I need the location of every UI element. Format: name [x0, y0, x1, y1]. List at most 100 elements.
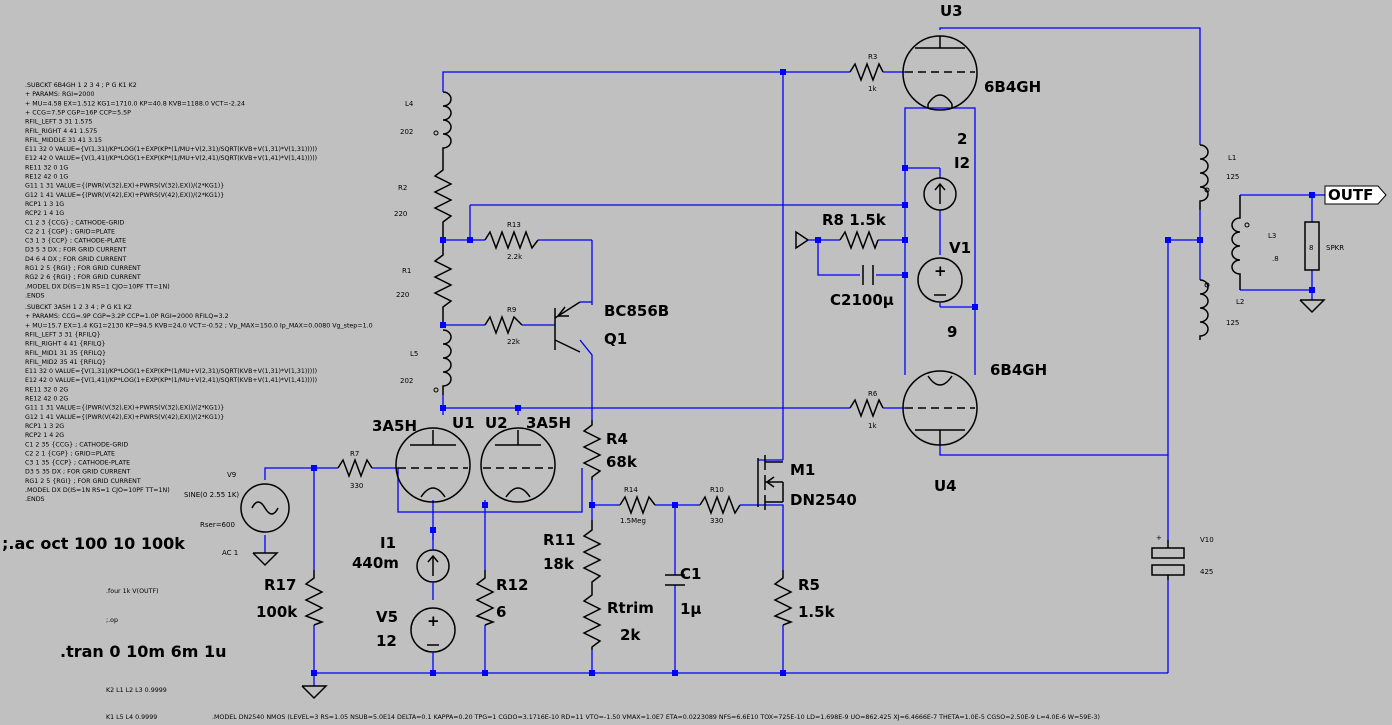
r8-label: R8 1.5k [822, 211, 887, 229]
resistor-r6[interactable] [849, 397, 884, 419]
v10-value: 425 [1200, 568, 1213, 576]
r10-value: 330 [710, 517, 723, 525]
resistor-r7[interactable] [337, 457, 373, 479]
u4-ref: U4 [934, 477, 957, 495]
subckt-line: .MODEL DX D(IS=1N RS=1 CJO=10PF TT=1N) [25, 487, 170, 494]
subckt-line: C3 1 35 {CCP} ; CATHODE-PLATE [25, 460, 130, 467]
subckt-line: D4 6 4 DX ; FOR GRID CURRENT [25, 256, 127, 263]
resistor-rtrim[interactable] [582, 590, 602, 650]
l5-value: 202 [400, 377, 413, 385]
resistor-r5[interactable] [773, 570, 794, 626]
l5-ref: L5 [410, 350, 418, 358]
u3-model: 6B4GH [984, 78, 1041, 96]
l2-value: 125 [1226, 319, 1239, 327]
l3-value: .8 [1272, 255, 1279, 263]
r17-value: 100k [256, 603, 298, 621]
v5-value: 12 [376, 632, 397, 650]
subckt-line: RFIL_MIDDLE 31 41 3.15 [25, 137, 102, 144]
r7-value: 330 [350, 482, 363, 490]
spice-directives[interactable]: ;.ac oct 100 10 100k .tran 0 10m 6m 1u .… [2, 534, 1100, 721]
capacitor-c2[interactable] [862, 265, 874, 285]
resistor-r11[interactable] [582, 520, 602, 590]
subckt-line: RFIL_MID2 35 41 {RFILQ} [25, 359, 106, 366]
tube-u2[interactable] [480, 427, 556, 503]
subckt-line: + MU=15.7 EX=1.4 KG1=2130 KP=94.5 KVB=24… [25, 322, 373, 329]
subckt-line: E12 42 0 VALUE={V(1,41)/KP*LOG(1+EXP(KP*… [25, 377, 317, 384]
subckt-6b4gh-block[interactable]: .SUBCKT 6B4GH 1 2 3 4 ; P G K1 K2+ PARAM… [25, 82, 317, 299]
subckt-line: RG1 2 5 {RGI} ; FOR GRID CURRENT [25, 478, 141, 485]
r4-value: 68k [606, 453, 638, 471]
inductor-l3[interactable] [1231, 195, 1250, 290]
resistor-r10[interactable] [699, 494, 741, 516]
resistor-r8[interactable] [839, 229, 879, 251]
voltage-source-v5[interactable]: + [410, 607, 456, 655]
inductor-l5[interactable] [433, 329, 452, 395]
r9-ref: R9 [507, 306, 516, 314]
subckt-3a5h-block[interactable]: .SUBCKT 3A5H 1 2 3 4 ; P G K1 K2+ PARAMS… [25, 304, 373, 503]
tube-u3[interactable] [902, 35, 978, 111]
resistor-r17[interactable] [304, 570, 325, 626]
u1-model: 3A5H [372, 417, 417, 435]
subckt-line: + MU=4.58 EX=1.512 KG1=1710.0 KP=40.8 KV… [25, 100, 245, 107]
directive-k1: K1 L5 L4 0.9999 [106, 714, 157, 721]
voltage-source-v9[interactable] [240, 483, 290, 533]
l3-ref: L3 [1268, 232, 1276, 240]
subckt-line: D3 5 3 DX ; FOR GRID CURRENT [25, 247, 127, 254]
resistor-r4[interactable] [582, 420, 602, 480]
subckt-line: + CCG=7.5P CGP=16P CCP=5.5P [25, 109, 131, 116]
subckt-line: G11 1 31 VALUE={(PWR(V(32),EX)+PWRS(V(32… [25, 183, 224, 190]
svg-text:+: + [1156, 534, 1162, 542]
voltage-source-v10[interactable]: + [1151, 534, 1185, 580]
inductor-l4[interactable] [433, 91, 452, 160]
v1-ref: V1 [949, 239, 971, 257]
svg-text:+: + [427, 612, 440, 630]
subckt-line: RFIL_MID1 31 35 {RFILQ} [25, 350, 106, 357]
i2-value: 2 [957, 130, 967, 148]
capacitor-c1[interactable] [665, 574, 685, 586]
r10-ref: R10 [710, 486, 724, 494]
r13-ref: R13 [507, 221, 521, 229]
voltage-source-v1[interactable]: + [917, 257, 963, 303]
resistor-spkr[interactable] [1304, 221, 1320, 271]
subckt-line: C2 2 1 {CGP} ; GRID=PLATE [25, 228, 115, 235]
resistor-r2[interactable] [433, 160, 453, 237]
l1-ref: L1 [1228, 154, 1236, 162]
subckt-line: E11 32 0 VALUE={V(1,31)/KP*LOG(1+EXP(KP*… [25, 146, 317, 153]
subckt-line: RE11 32 0 2G [25, 386, 68, 393]
subckt-line: C1 2 3 {CCG} ; CATHODE-GRID [25, 219, 124, 226]
inductor-l1[interactable] [1199, 144, 1210, 210]
ground-symbol [252, 230, 1326, 700]
l2-ref: L2 [1236, 298, 1244, 306]
resistor-r9[interactable] [484, 314, 523, 336]
transistor-q1[interactable] [554, 301, 592, 353]
u1-ref: U1 [452, 414, 475, 432]
resistor-r12[interactable] [475, 570, 496, 626]
u2-ref: U2 [485, 414, 508, 432]
r1-value: 220 [396, 291, 409, 299]
tube-u1[interactable] [395, 427, 471, 503]
subckt-line: RE11 32 0 1G [25, 164, 68, 171]
current-source-i2[interactable] [923, 177, 957, 211]
directive-op: ;.op [106, 617, 118, 624]
subckt-line: RFIL_LEFT 3 31 1.575 [25, 119, 92, 126]
l4-ref: L4 [405, 100, 414, 108]
mosfet-m1[interactable] [757, 455, 784, 510]
subckt-line: D3 5 35 DX ; FOR GRID CURRENT [25, 469, 131, 476]
subckt-line: E11 32 0 VALUE={V(1,31)/KP*LOG(1+EXP(KP*… [25, 368, 317, 375]
current-source-i1[interactable] [416, 540, 450, 600]
subckt-line: RFIL_RIGHT 4 41 1.575 [25, 128, 97, 135]
v9-rser: Rser=600 [200, 521, 235, 529]
subckt-line: .MODEL DX D(IS=1N RS=1 CJO=10PF TT=1N) [25, 283, 170, 290]
resistor-r13[interactable] [484, 229, 539, 251]
resistor-r1[interactable] [433, 243, 453, 322]
inductor-l2[interactable] [1199, 279, 1210, 340]
resistor-r14[interactable] [619, 494, 656, 516]
subckt-line: RCP1 1 3 2G [25, 423, 64, 430]
subckt-line: C3 1 3 {CCP} ; CATHODE-PLATE [25, 238, 126, 245]
tube-u4[interactable] [902, 370, 978, 446]
resistor-r3[interactable] [849, 61, 884, 83]
subckt-line: RCP2 1 4 1G [25, 210, 64, 217]
directive-tran: .tran 0 10m 6m 1u [60, 642, 226, 661]
r14-ref: R14 [624, 486, 638, 494]
